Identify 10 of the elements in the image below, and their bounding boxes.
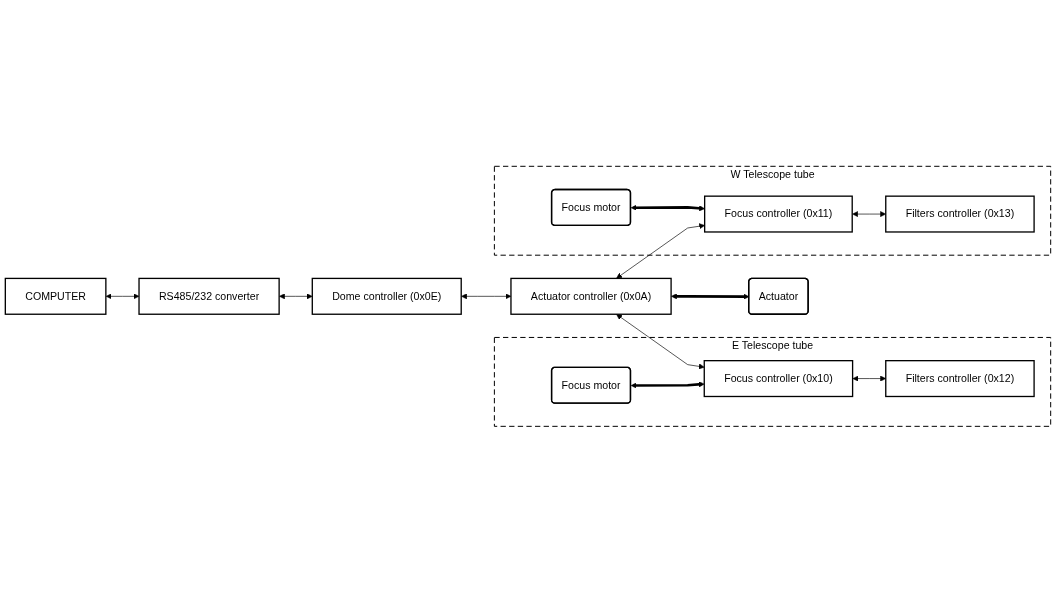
node-box: Filters controller (0x13) — [885, 195, 1035, 233]
node-box: Focus controller (0x10) — [703, 360, 854, 398]
arrow — [630, 205, 705, 212]
node-box: Actuator controller (0x0A) — [510, 277, 672, 316]
node-box: COMPUTER — [4, 277, 107, 316]
node-box: Filters controller (0x12) — [885, 360, 1035, 398]
arrow — [630, 381, 705, 389]
node-box: Focus controller (0x11) — [704, 195, 853, 233]
node-box: RS485/232 converter — [138, 277, 280, 316]
node-box: Dome controller (0x0E) — [311, 277, 462, 316]
